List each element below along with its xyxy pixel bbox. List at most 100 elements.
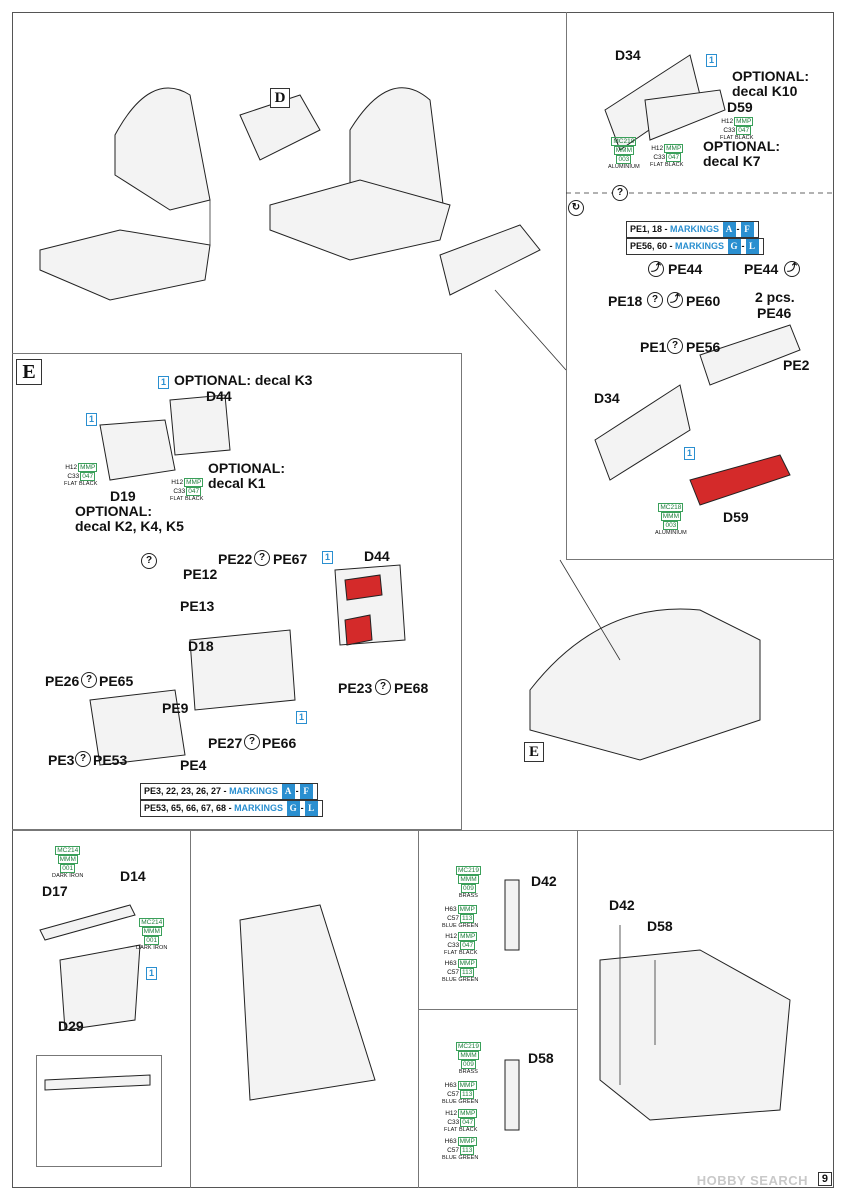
label-opt-k1-a: OPTIONAL: — [208, 460, 285, 476]
panel-bottom-d58 — [418, 1010, 578, 1188]
label-d14: D14 — [120, 868, 146, 884]
label-2pcs: 2 pcs. — [755, 289, 795, 305]
pe2-plate — [699, 324, 801, 386]
label-d34-pe: D34 — [594, 390, 620, 406]
callout-1-e2: 1 — [86, 413, 97, 426]
markings-af-e: PE3, 22, 23, 26, 27 - MARKINGS A-F — [140, 783, 318, 800]
label-pe9: PE9 — [162, 700, 189, 716]
label-opt-k245-a: OPTIONAL: — [75, 503, 152, 519]
panel-bottom-d42 — [418, 830, 578, 1010]
label-d17: D17 — [42, 883, 68, 899]
label-pe65: PE65 — [99, 673, 134, 689]
step-d-label: D — [270, 88, 290, 108]
label-d18: D18 — [188, 638, 214, 654]
floor-center — [269, 179, 451, 261]
panel-d19 — [99, 419, 176, 481]
cockpit-assembled — [529, 608, 761, 761]
label-d42-b: D42 — [609, 897, 635, 913]
question-icon-pe3: ? — [75, 751, 91, 767]
paint-brass-2: MC219 MMM 009 BRASS — [456, 1042, 481, 1075]
callout-1-bottom: 1 — [146, 967, 157, 980]
label-d58-b: D58 — [647, 918, 673, 934]
label-pe26: PE26 — [45, 673, 80, 689]
paint-dark-iron-2: MC214 MMM 001 DARK IRON — [136, 918, 168, 951]
paint-brass-1: MC219 MMM 009 BRASS — [456, 866, 481, 899]
pe-red-plate — [689, 454, 791, 506]
callout-1-e1: 1 — [158, 376, 169, 389]
question-icon-pe27: ? — [244, 734, 260, 750]
markings-af-pe1: PE1, 18 - MARKINGS A-F — [626, 221, 759, 238]
bend-icon-pe60: ⤴ — [667, 292, 683, 308]
panel-pe4 — [89, 689, 186, 766]
callout-1-pe: 1 — [684, 447, 695, 460]
label-d29: D29 — [58, 1018, 84, 1034]
label-d34-top: D34 — [615, 47, 641, 63]
panel-d44-top — [169, 394, 231, 456]
rotate-icon: ↻ — [568, 200, 584, 216]
label-pe1: PE1 — [640, 339, 667, 355]
page-frame — [12, 12, 834, 1188]
mount-d29 — [59, 944, 141, 1031]
gun-detail — [44, 1074, 151, 1091]
label-pe13: PE13 — [180, 598, 215, 614]
panel-d18 — [189, 629, 296, 711]
assembly-bottom-right — [599, 949, 791, 1121]
label-pe66: PE66 — [262, 735, 297, 751]
bend-icon-2: ⤴ — [784, 261, 800, 277]
cylinder-d58 — [504, 1059, 520, 1131]
markings-gl-pe56: PE56, 60 - MARKINGS G-L — [626, 238, 764, 255]
label-d44-b: D44 — [364, 548, 390, 564]
label-pe53: PE53 — [93, 752, 128, 768]
bulkhead-left — [114, 87, 211, 211]
markings-gl-e: PE53, 65, 66, 67, 68 - MARKINGS G-L — [140, 800, 323, 817]
question-icon-pe: ? — [612, 185, 628, 201]
label-pe60: PE60 — [686, 293, 721, 309]
label-opt-k7-b: decal K7 — [703, 153, 761, 169]
label-pe68: PE68 — [394, 680, 429, 696]
leader-mid — [559, 559, 621, 661]
assembly-mid — [239, 904, 376, 1101]
panel-gun-detail — [36, 1055, 162, 1167]
page-number: 9 — [817, 1172, 832, 1186]
label-pe18: PE18 — [608, 293, 643, 309]
label-opt-k1-b: decal K1 — [208, 475, 266, 491]
panel-bottom-mid — [190, 830, 418, 1188]
label-pe22: PE22 — [218, 551, 253, 567]
panel-top-right — [566, 12, 834, 560]
question-icon-pe18: ? — [647, 292, 663, 308]
question-icon-pe26: ? — [81, 672, 97, 688]
label-opt-k245-b: decal K2, K4, K5 — [75, 518, 184, 534]
panel-d59-top — [644, 89, 726, 141]
pe-red-1 — [344, 574, 383, 601]
label-d58-a: D58 — [528, 1050, 554, 1066]
question-icon-pe1: ? — [667, 338, 683, 354]
label-pe2: PE2 — [783, 357, 810, 373]
label-opt-k10-b: decal K10 — [732, 83, 798, 99]
callout-1-e3: 1 — [322, 551, 333, 564]
frame-d34-pe — [594, 384, 691, 481]
label-d42-a: D42 — [531, 873, 557, 889]
gun-d17 — [39, 904, 136, 941]
bend-icon-1: ⤴ — [648, 261, 664, 277]
side-frame — [439, 224, 541, 296]
label-d44-a: D44 — [206, 388, 232, 404]
paint-aluminium-2: MC218 MMM 003 ALUMINIUM — [655, 503, 687, 536]
paint-dark-iron-1: MC214 MMM 001 DARK IRON — [52, 846, 84, 879]
leader-top — [494, 289, 567, 371]
label-pe12: PE12 — [183, 566, 218, 582]
question-icon-e: ? — [141, 553, 157, 569]
label-opt-k10-a: OPTIONAL: — [732, 68, 809, 84]
label-opt-k7-a: OPTIONAL: — [703, 138, 780, 154]
label-pe44-right: PE44 — [744, 261, 779, 277]
floor-left — [39, 229, 211, 301]
